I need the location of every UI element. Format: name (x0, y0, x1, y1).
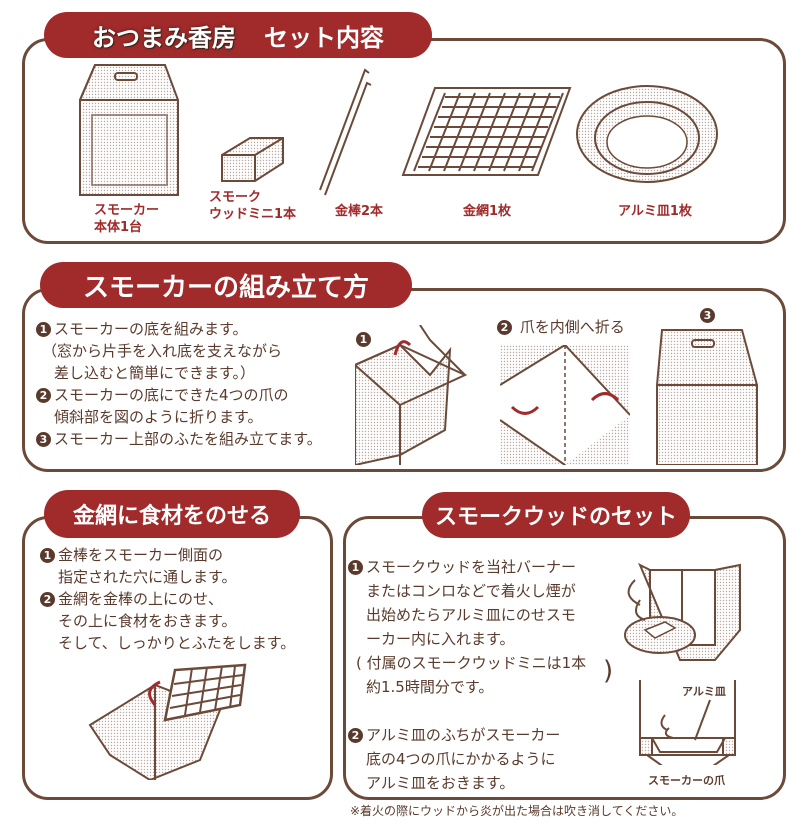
footnote: ※着火の際にウッドから炎が出た場合は吹き消してください。 (350, 804, 684, 818)
step-text: 出始めたらアルミ皿にのせスモ (366, 606, 576, 624)
step-text: 傾斜部を図のように折ります。 (54, 408, 263, 426)
grill-illustration (88, 663, 247, 780)
step-number: 1 (348, 560, 363, 575)
smoke-wood-title: スモークウッドのセット (422, 492, 690, 538)
section-title: 金網に食材をのせる (72, 504, 271, 529)
step-text: ーカー内に入れます。 (366, 630, 515, 648)
item-label-dish: アルミ皿1枚 (618, 204, 692, 219)
step-text: スモークウッドを当社バーナー (366, 558, 577, 576)
assembly-figure-2 (500, 345, 630, 465)
item-label-smoker: スモーカー 本体1台 (94, 203, 160, 235)
section-title: スモーカーの組み立て方 (82, 272, 369, 303)
assembly-figure-2-caption: 2 爪を内側へ折る (497, 316, 625, 338)
item-label-rods: 金棒2本 (335, 204, 384, 219)
step-text: （窓から片手を入れ底を支えながら (42, 342, 283, 360)
set-contents-title: おつまみ香房 セット内容 (44, 12, 432, 58)
caption-text: 爪を内側へ折る (519, 318, 625, 336)
step-number: 2 (36, 388, 51, 403)
aluminum-dish-illustration (576, 85, 718, 183)
step-number: 1 (40, 548, 55, 563)
note-text: 付属のスモークウッドミニは1本 (366, 654, 587, 672)
step-text: またはコンロなどで着火し煙が (366, 582, 576, 600)
assembly-figure-3 (656, 329, 758, 465)
step-number: 3 (36, 432, 51, 447)
step-text: 金棒をスモーカー側面の (58, 546, 224, 564)
item-label-smoke-wood: スモーク ウッドミニ1本 (209, 190, 297, 222)
assembly-title: スモーカーの組み立て方 (40, 262, 412, 308)
section-title: セット内容 (264, 23, 384, 52)
step-number: 2 (348, 728, 363, 743)
figure-number: 3 (700, 308, 715, 323)
item-label-net: 金網1枚 (463, 204, 512, 219)
note-text: 約1.5時間分です。 (366, 678, 494, 696)
step-text: そして、しっかりとふたをします。 (58, 634, 296, 652)
brand-name: おつまみ香房 (92, 23, 236, 52)
step-text: スモーカーの底を組みます。 (54, 320, 248, 338)
step-text: アルミ皿をおきます。 (366, 774, 515, 792)
step-text: スモーカーの底にできた4つの爪の (54, 386, 289, 404)
step-text: 指定された穴に通します。 (58, 568, 237, 586)
figure-label-claw: スモーカーの爪 (648, 774, 725, 787)
step-number: 1 (36, 322, 51, 337)
step-text: アルミ皿のふちがスモーカー (366, 726, 561, 744)
bracket: ) (603, 656, 614, 686)
smoke-wood-figure-2 (639, 680, 736, 765)
step-text: 底の4つの爪にかかるように (366, 750, 556, 768)
figure-number: 1 (356, 332, 371, 347)
figure-label-dish: アルミ皿 (682, 685, 726, 698)
grill-title: 金網に食材をのせる (44, 490, 300, 538)
smoke-wood-illustration (221, 137, 284, 182)
step-text: スモーカー上部のふたを組み立てます。 (54, 430, 322, 448)
step-text: 金網を金棒の上にのせ、 (58, 590, 224, 608)
step-text: その上に食材をおきます。 (58, 612, 237, 630)
figure-number: 2 (497, 320, 512, 335)
step-text: 差し込むと簡単にできます。） (54, 364, 256, 382)
wire-net-illustration (401, 87, 572, 176)
step-number: 2 (40, 592, 55, 607)
smoke-wood-figure-1 (624, 562, 741, 661)
assembly-figure-1 (355, 325, 468, 465)
metal-rods-illustration (319, 68, 372, 196)
smoker-body-illustration (79, 64, 179, 196)
section-title: スモークウッドのセット (434, 505, 677, 530)
